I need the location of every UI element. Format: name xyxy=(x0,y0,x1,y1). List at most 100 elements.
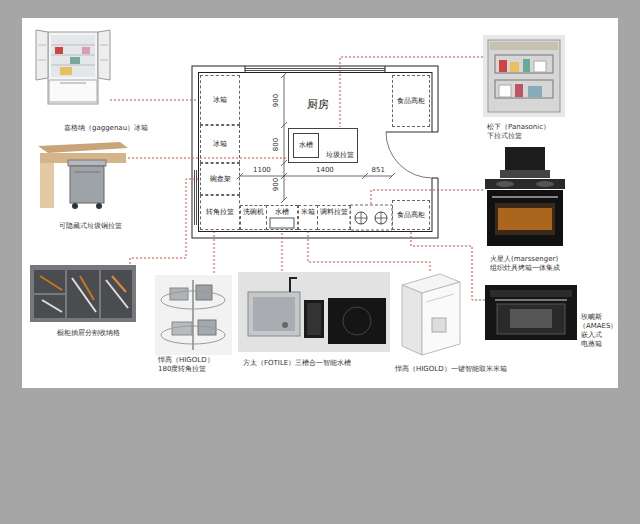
cabinet-label: 调料拉篮 xyxy=(320,208,348,217)
steam-oven-photo xyxy=(497,304,565,334)
stove-oven-photo xyxy=(500,170,550,178)
leader-line xyxy=(282,231,283,271)
product-caption: 悍高（HIGOLD） xyxy=(158,356,214,365)
stove-oven-photo xyxy=(485,179,565,189)
drawer-photo xyxy=(80,276,94,300)
leader-line xyxy=(128,158,287,159)
fridge-photo xyxy=(51,65,95,66)
fridge-photo xyxy=(100,60,108,61)
sink-photo xyxy=(307,303,321,335)
product-caption: 悍高（HIGOLD）一键智能取米米箱 xyxy=(395,365,507,374)
fridge-photo xyxy=(48,32,98,104)
leader-line xyxy=(308,231,430,271)
rice-box-photo xyxy=(426,294,454,302)
dimension-tick xyxy=(281,197,287,203)
fridge-photo xyxy=(49,80,97,102)
sink-box: 水槽 xyxy=(293,133,319,158)
corner-basket-photo xyxy=(170,288,188,300)
pull-down-basket-photo xyxy=(534,61,546,72)
dimension-label: 1100 xyxy=(253,166,271,175)
dimension-label: 900 xyxy=(272,93,281,106)
pull-down-basket-photo xyxy=(510,62,519,72)
product-caption: （AMAES） xyxy=(579,322,617,331)
fridge-cabinet: 冰箱 xyxy=(200,75,240,125)
corner-basket-photo xyxy=(198,320,216,335)
cabinet-label: 冰箱 xyxy=(213,96,227,105)
dimension-label: 800 xyxy=(272,137,281,150)
sink-photo xyxy=(248,292,300,336)
product-caption: 嵌入式 xyxy=(581,331,602,340)
stove-oven-photo xyxy=(536,181,554,187)
product-caption: 180度转角拉篮 xyxy=(158,365,206,374)
stove-oven-photo xyxy=(487,190,563,246)
cabinet-label: 食品高柜 xyxy=(397,97,425,106)
drawer-photo xyxy=(34,293,66,295)
island-counter: 垃圾拉篮水槽 xyxy=(288,128,358,163)
burner-symbol xyxy=(375,212,387,224)
door-jamb xyxy=(432,132,438,133)
pull-down-basket-photo xyxy=(490,42,558,50)
tall-cabinet: 食品高柜 xyxy=(392,75,430,127)
pull-down-basket-photo xyxy=(488,40,560,112)
product-caption: 电蒸箱 xyxy=(581,340,602,349)
rice-box-cabinet: 米箱 xyxy=(298,205,318,230)
fridge-photo xyxy=(36,30,48,80)
product-caption: 下拉式拉篮 xyxy=(487,132,522,141)
burner-symbol xyxy=(381,212,382,224)
burner-symbol xyxy=(355,212,367,224)
dimension-label: 900 xyxy=(272,177,281,190)
cabinet-label: 冰箱 xyxy=(213,140,227,149)
steam-oven-photo xyxy=(495,299,567,301)
trash-basket-photo xyxy=(68,160,106,166)
leader-line xyxy=(214,231,215,273)
stove-oven-photo xyxy=(496,181,514,187)
fridge-cabinet: 冰箱 xyxy=(200,125,240,163)
dimension-tick xyxy=(281,160,287,166)
dimension-label: 1400 xyxy=(316,166,334,175)
door-jamb xyxy=(432,178,438,179)
fridge-photo xyxy=(100,45,108,46)
room-outline: 厨房冰箱食品高柜冰箱垃圾拉篮水槽碗盘架转角拉篮洗碗机水槽米箱调料拉篮食品高柜 xyxy=(198,72,432,232)
fridge-photo xyxy=(60,67,72,75)
dimension-line xyxy=(284,75,285,200)
corner-basket-photo xyxy=(155,275,232,355)
cabinet-label: 米箱 xyxy=(301,208,315,217)
corner-basket-cabinet: 转角拉篮 xyxy=(200,195,240,230)
sink-photo xyxy=(290,278,297,292)
white-panel xyxy=(22,18,618,388)
stove-oven-photo xyxy=(492,196,558,198)
pull-down-basket-photo xyxy=(495,55,553,73)
inner-wall xyxy=(432,178,433,232)
stove-oven-photo xyxy=(495,203,555,235)
cabinet-label: 水槽 xyxy=(275,208,289,217)
tall-cabinet: 食品高柜 xyxy=(392,200,430,230)
product-caption: 火星人(marssenger) xyxy=(490,255,558,264)
drawer-photo xyxy=(34,270,132,318)
fridge-photo xyxy=(51,45,95,46)
steam-oven-photo xyxy=(510,309,552,328)
cabinet-label: 转角拉篮 xyxy=(206,208,234,217)
drawer-photo xyxy=(42,300,62,312)
dimension-tick xyxy=(281,122,287,128)
trash-basket-photo xyxy=(74,172,100,173)
dimension-label: 851 xyxy=(372,166,385,175)
drawer-photo xyxy=(106,280,128,308)
fridge-photo xyxy=(51,55,95,56)
pull-down-basket-photo xyxy=(499,60,507,72)
cabinet-label: 厨房 xyxy=(307,98,329,111)
leader-line xyxy=(371,190,483,205)
pull-down-basket-photo xyxy=(523,59,530,72)
cabinet-label: 洗碗机 xyxy=(243,208,264,217)
trash-basket-photo xyxy=(72,203,78,209)
door-opening xyxy=(430,132,442,178)
dimension-line xyxy=(240,176,392,177)
product-caption: 橱柜抽屉分割收纳格 xyxy=(57,329,120,338)
product-caption: 松下（Panasonic） xyxy=(487,123,550,132)
pull-down-basket-photo xyxy=(483,35,565,117)
dimension-tick xyxy=(281,173,287,179)
rice-box-photo xyxy=(432,318,446,332)
dimension-tick xyxy=(362,173,368,179)
fridge-photo xyxy=(98,30,110,80)
window xyxy=(196,170,197,225)
